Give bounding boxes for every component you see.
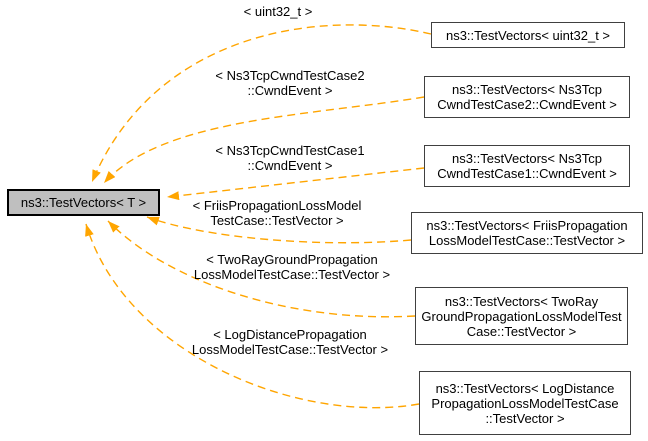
node-label-line: ::TestVector > — [485, 410, 565, 426]
node-label-line: ns3::TestVectors< LogDistance — [435, 380, 615, 396]
edge-label-logdistance: < LogDistancePropagation LossModelTestCa… — [178, 327, 402, 357]
node-label-line: ns3::TestVectors< Ns3Tcp — [452, 151, 602, 166]
node-testvectors-template: ns3::TestVectors< T > — [7, 189, 160, 216]
edge-label-line: LossModelTestCase::TestVector > — [193, 267, 391, 282]
node-label-line: ns3::TestVectors< Ns3Tcp — [452, 82, 602, 97]
edge-label-cwnd-testcase1: < Ns3TcpCwndTestCase1 ::CwndEvent > — [200, 143, 380, 173]
node-label-line: LossModelTestCase::TestVector > — [428, 233, 626, 248]
edge-label-line: < Ns3TcpCwndTestCase1 — [215, 143, 365, 158]
edge-label-line: ::CwndEvent > — [247, 83, 333, 98]
node-label-line: ns3::TestVectors< FriisPropagation — [426, 218, 628, 233]
node-label-line: Case::TestVector > — [466, 323, 577, 339]
node-testvectors-logdistance[interactable]: ns3::TestVectors< LogDistance Propagatio… — [419, 371, 631, 435]
edge-label-line: < Ns3TcpCwndTestCase2 — [215, 68, 365, 83]
edge-label-cwnd-testcase2: < Ns3TcpCwndTestCase2 ::CwndEvent > — [200, 68, 380, 98]
edge-label-line: < FriisPropagationLossModel — [192, 198, 362, 213]
edge-logdistance-icon — [85, 223, 420, 409]
edge-label-line: < uint32_t > — [243, 4, 313, 19]
node-label-line: ns3::TestVectors< uint32_t > — [445, 27, 611, 43]
node-testvectors-cwnd-testcase2[interactable]: ns3::TestVectors< Ns3Tcp CwndTestCase2::… — [424, 76, 630, 118]
edge-label-line: LossModelTestCase::TestVector > — [191, 342, 389, 357]
node-label-line: CwndTestCase1::CwndEvent > — [437, 166, 617, 181]
edge-uint32-t-icon — [91, 24, 432, 183]
node-label-line: ns3::TestVectors< TwoRay — [444, 293, 599, 309]
edge-label-line: < LogDistancePropagation — [213, 327, 367, 342]
edge-cwnd-testcase2-icon — [103, 96, 425, 184]
node-testvectors-tworay[interactable]: ns3::TestVectors< TwoRay GroundPropagati… — [415, 287, 628, 345]
node-testvectors-cwnd-testcase1[interactable]: ns3::TestVectors< Ns3Tcp CwndTestCase1::… — [424, 145, 630, 187]
edge-label-uint32-t: < uint32_t > — [208, 4, 348, 19]
node-testvectors-uint32-t[interactable]: ns3::TestVectors< uint32_t > — [431, 22, 625, 48]
edge-friis-icon — [146, 216, 412, 244]
node-label: ns3::TestVectors< T > — [20, 195, 147, 210]
edge-label-tworay: < TwoRayGroundPropagation LossModelTestC… — [180, 252, 404, 282]
node-label-line: CwndTestCase2::CwndEvent > — [437, 97, 617, 112]
node-label-line: GroundPropagationLossModelTest — [421, 308, 622, 324]
edge-label-friis: < FriisPropagationLossModel TestCase::Te… — [187, 198, 367, 228]
edge-label-line: TestCase::TestVector > — [210, 213, 344, 228]
edge-label-line: ::CwndEvent > — [247, 158, 333, 173]
edge-label-line: < TwoRayGroundPropagation — [206, 252, 378, 267]
node-testvectors-friis[interactable]: ns3::TestVectors< FriisPropagation LossM… — [411, 212, 643, 254]
node-label-line: PropagationLossModelTestCase — [431, 395, 619, 411]
